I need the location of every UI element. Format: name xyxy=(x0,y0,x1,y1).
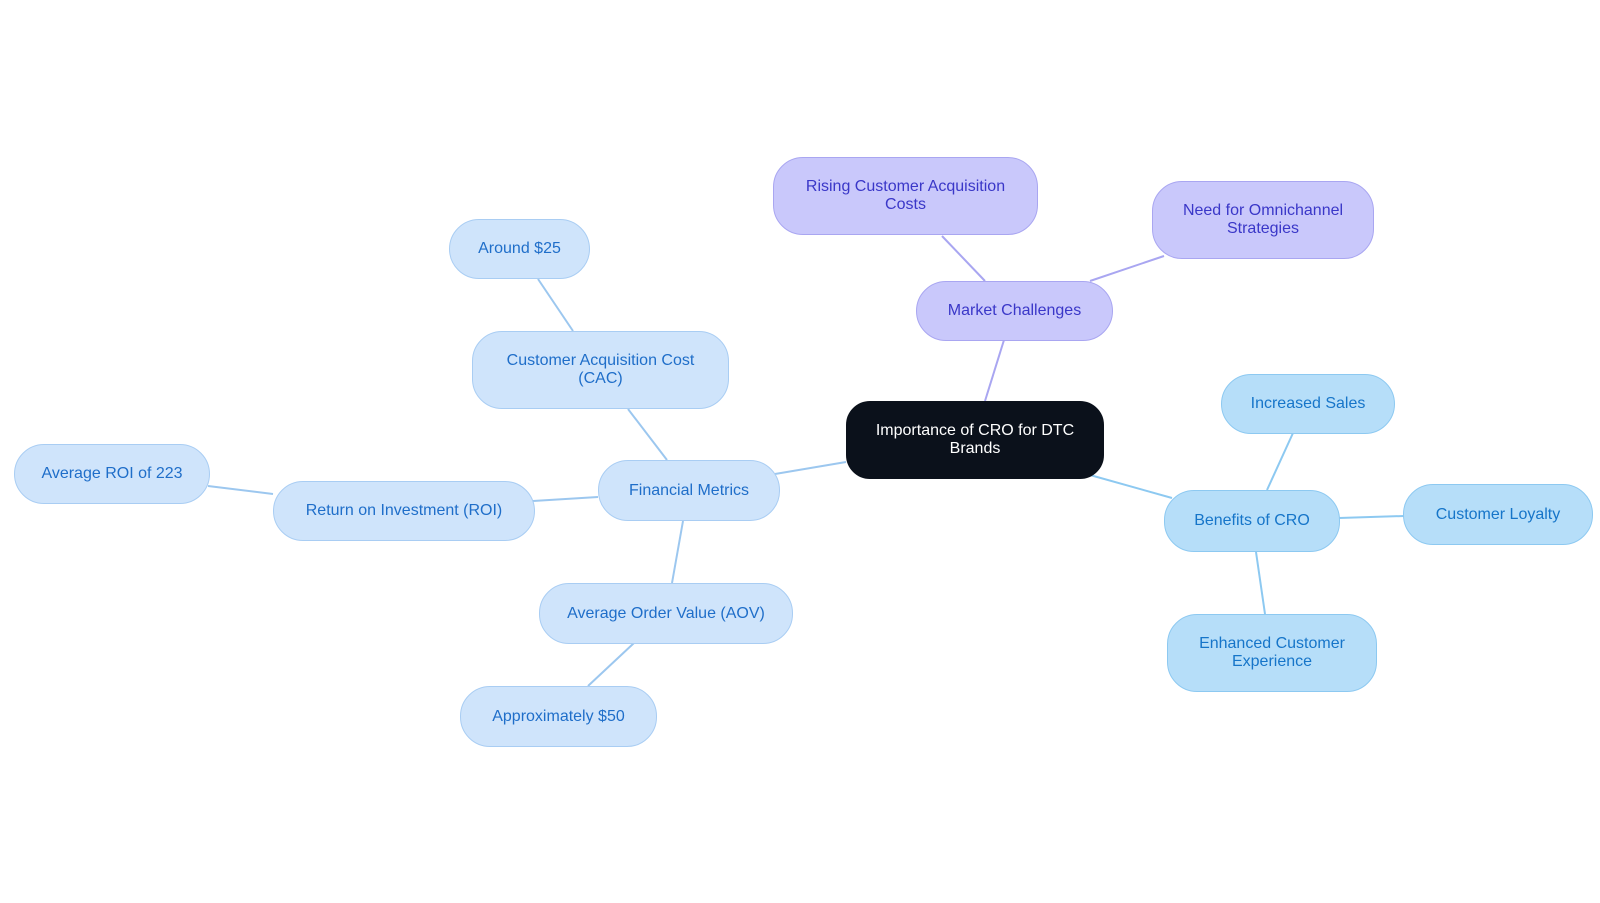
benefit-item-label: Increased Sales xyxy=(1250,395,1366,412)
cac-value-node[interactable]: Around $25 xyxy=(449,219,590,279)
financial-metrics-label: Financial Metrics xyxy=(628,481,750,499)
edge-roi-value xyxy=(207,485,274,495)
edge-benefits-experience xyxy=(1255,551,1266,615)
roi-value-node[interactable]: Average ROI of 223 xyxy=(14,444,210,504)
cac-value-label: Around $25 xyxy=(478,240,561,257)
benefits-node[interactable]: Benefits of CRO xyxy=(1164,490,1340,552)
benefit-item-label: Customer Loyalty xyxy=(1435,505,1561,523)
aov-node[interactable]: Average Order Value (AOV) xyxy=(539,583,793,644)
benefit-item-label: Enhanced Customer Experience xyxy=(1199,635,1345,670)
root-label: Importance of CRO for DTC Brands xyxy=(875,422,1075,457)
cac-label: Customer Acquisition Cost (CAC) xyxy=(506,352,695,387)
market-item-label: Rising Customer Acquisition Costs xyxy=(805,178,1006,213)
aov-label: Average Order Value (AOV) xyxy=(567,604,765,622)
market-item-omnichannel[interactable]: Need for Omnichannel Strategies xyxy=(1152,181,1374,259)
benefit-item-loyalty[interactable]: Customer Loyalty xyxy=(1403,484,1593,545)
roi-node[interactable]: Return on Investment (ROI) xyxy=(273,481,535,541)
benefit-item-sales[interactable]: Increased Sales xyxy=(1221,374,1395,434)
edge-cac-value xyxy=(537,278,574,332)
benefit-item-experience[interactable]: Enhanced Customer Experience xyxy=(1167,614,1377,692)
edge-root-market xyxy=(984,339,1005,402)
edge-financial-roi xyxy=(532,496,599,502)
aov-value-label: Approximately $50 xyxy=(492,707,625,725)
market-challenges-label: Market Challenges xyxy=(947,302,1082,319)
edge-root-benefits xyxy=(1089,474,1173,499)
edge-financial-aov xyxy=(671,520,684,584)
market-challenges-node[interactable]: Market Challenges xyxy=(916,281,1113,341)
roi-value-label: Average ROI of 223 xyxy=(41,465,183,482)
roi-label: Return on Investment (ROI) xyxy=(305,502,503,519)
cac-node[interactable]: Customer Acquisition Cost (CAC) xyxy=(472,331,729,409)
edge-market-omni xyxy=(1089,255,1165,282)
edge-market-rising xyxy=(941,235,986,282)
edge-benefits-loyalty xyxy=(1338,515,1405,519)
root-node[interactable]: Importance of CRO for DTC Brands xyxy=(846,401,1104,479)
edge-benefits-sales xyxy=(1266,432,1294,491)
market-item-rising-costs[interactable]: Rising Customer Acquisition Costs xyxy=(773,157,1038,235)
market-item-label: Need for Omnichannel Strategies xyxy=(1182,202,1344,237)
aov-value-node[interactable]: Approximately $50 xyxy=(460,686,657,747)
financial-metrics-node[interactable]: Financial Metrics xyxy=(598,460,780,521)
edge-root-financial xyxy=(774,461,847,475)
benefits-label: Benefits of CRO xyxy=(1194,512,1310,529)
edge-financial-cac xyxy=(627,408,668,461)
edge-aov-value xyxy=(587,642,635,687)
